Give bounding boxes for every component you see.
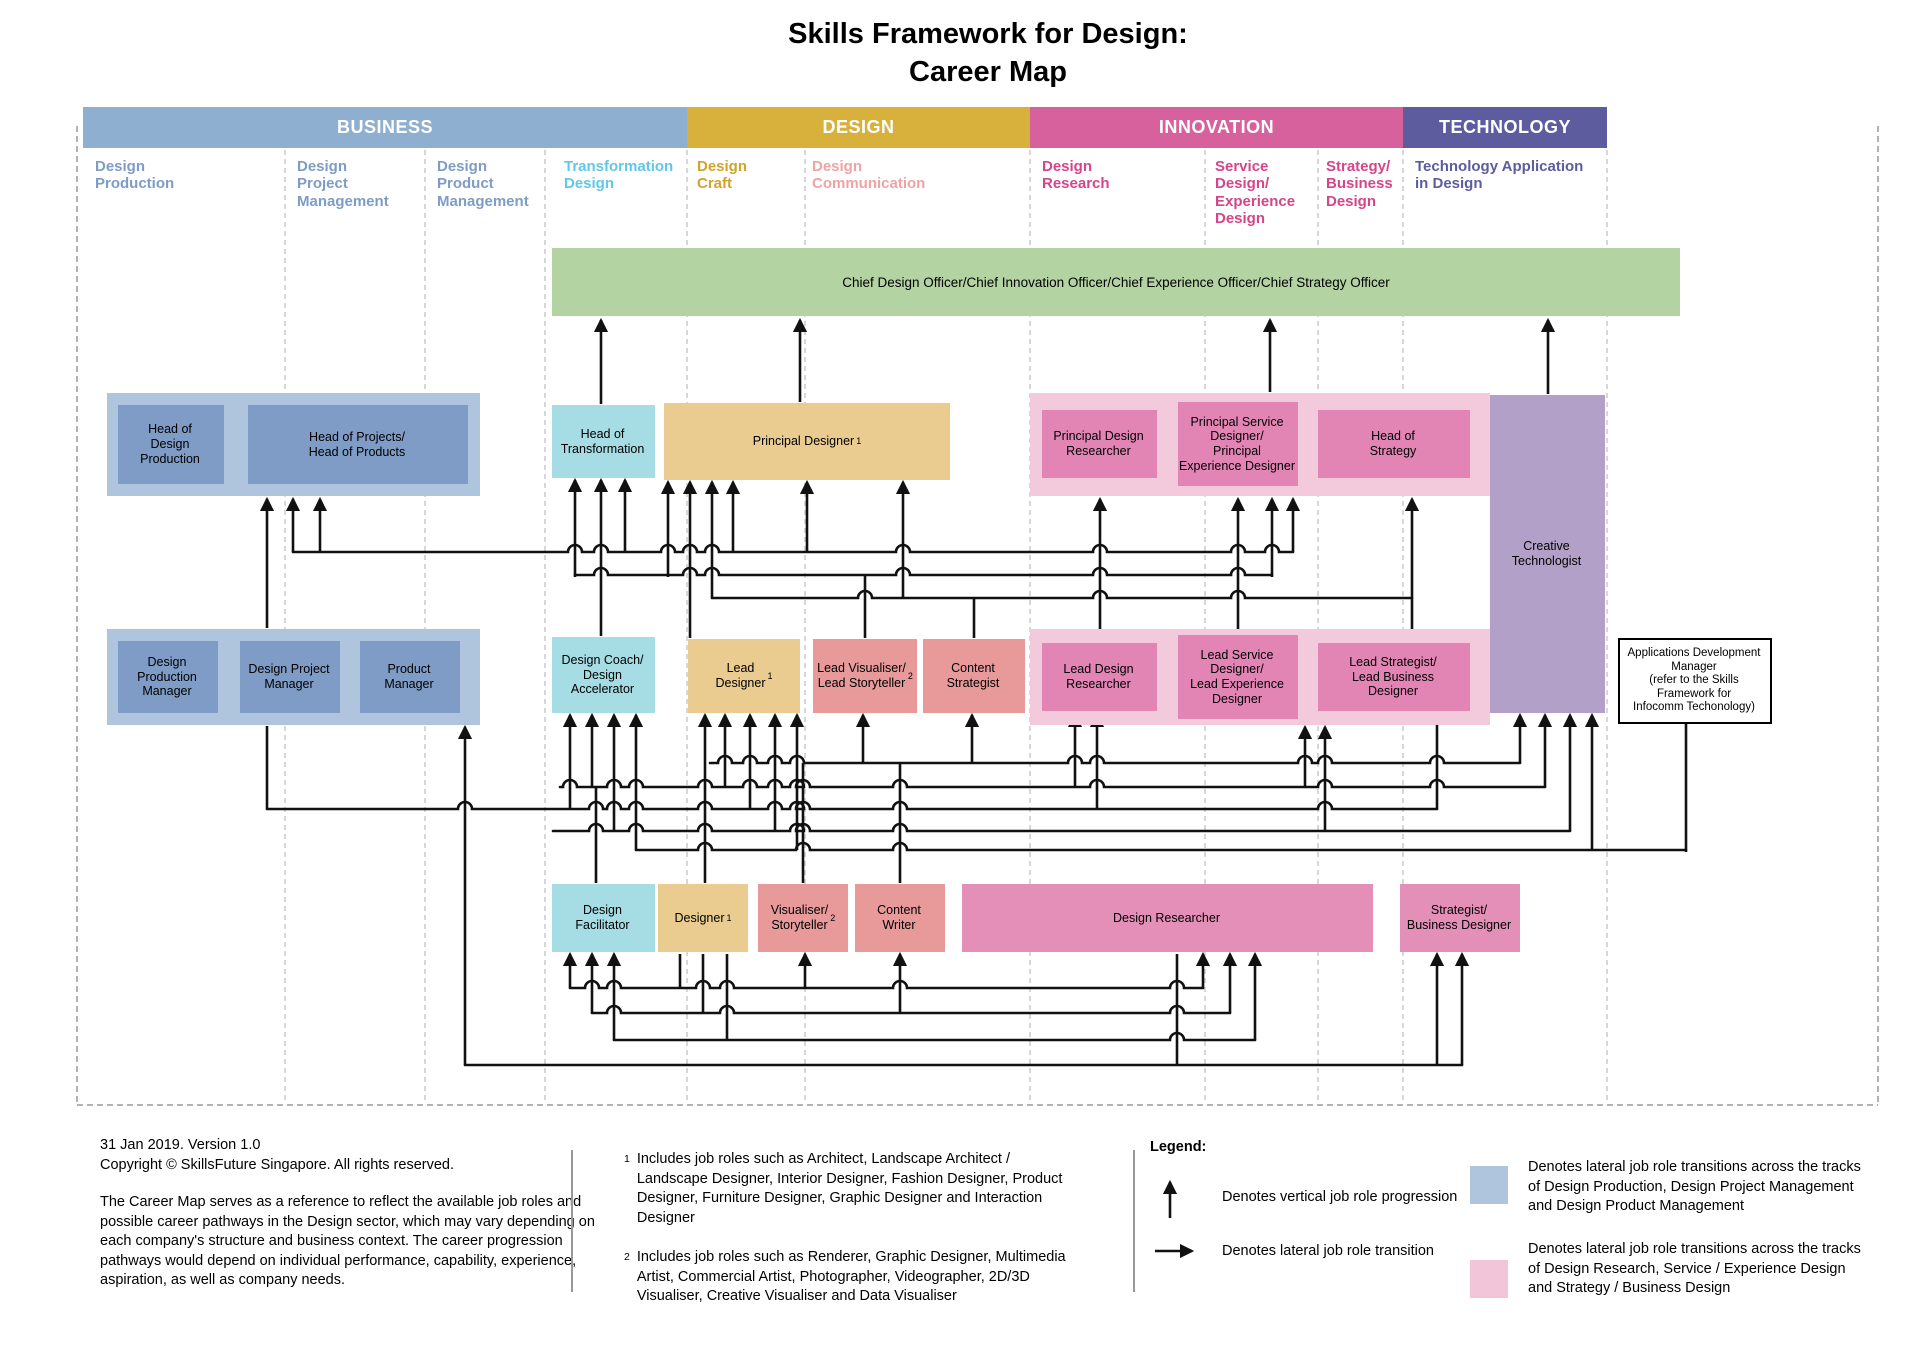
column-header-9: Strategy/ Business Design bbox=[1326, 158, 1393, 210]
lead-design-researcher-box: Lead Design Researcher bbox=[1042, 643, 1157, 711]
applications-development-manager-box: Applications Development Manager (refer … bbox=[1618, 638, 1772, 724]
footnote-1-text: Includes job roles such as Architect, La… bbox=[636, 1151, 1063, 1226]
band-innovation: INNOVATION bbox=[1030, 107, 1403, 148]
role-label: Head of Design Production bbox=[140, 422, 200, 466]
footnote-1-number: 1 bbox=[624, 1153, 630, 1165]
head-projects-box: Head of Projects/ Head of Products bbox=[248, 405, 468, 484]
head-design-production-box: Head of Design Production bbox=[118, 405, 224, 484]
column-header-7: Design Research bbox=[1042, 158, 1110, 193]
column-header-5: Design Craft bbox=[697, 158, 748, 193]
role-label: Designer bbox=[674, 910, 725, 925]
strategist-business-designer-box: Strategist/ Business Designer bbox=[1400, 884, 1520, 952]
page-title: Skills Framework for Design: Career Map bbox=[83, 16, 1893, 91]
footnote-ref: 2 bbox=[907, 670, 913, 681]
role-label: Content Strategist bbox=[946, 661, 1000, 690]
footnote-2-text: Includes job roles such as Renderer, Gra… bbox=[636, 1249, 1066, 1305]
column-header-2: Design Project Management bbox=[297, 158, 389, 210]
lead-strategist-box: Lead Strategist/ Lead Business Designer bbox=[1318, 643, 1470, 711]
creative-technologist-box: Creative Technologist bbox=[1490, 395, 1605, 713]
role-label: Lead Service Designer/ Lead Experience D… bbox=[1190, 647, 1284, 706]
content-writer-box: Content Writer bbox=[855, 884, 945, 952]
copyright: Copyright © SkillsFuture Singapore. All … bbox=[100, 1156, 455, 1173]
legend-pink-note: Denotes lateral job role transitions acr… bbox=[1528, 1241, 1861, 1297]
design-researcher-box: Design Researcher bbox=[962, 884, 1373, 952]
column-header-10: Technology Application in Design bbox=[1415, 158, 1584, 193]
role-label: Content Writer bbox=[877, 903, 921, 932]
footnotes: 1 Includes job roles such as Architect, … bbox=[624, 1150, 1069, 1327]
title-line2: Career Map bbox=[909, 55, 1067, 88]
role-label: Lead Designer bbox=[715, 661, 766, 690]
head-transformation-box: Head of Transformation bbox=[552, 405, 655, 478]
role-label: Lead Strategist/ Lead Business Designer bbox=[1349, 654, 1437, 699]
role-label: Visualiser/ Storyteller bbox=[770, 903, 829, 932]
role-label: Design Production Manager bbox=[137, 654, 197, 699]
role-label: Design Coach/ Design Accelerator bbox=[561, 652, 644, 697]
role-label: Strategist/ Business Designer bbox=[1406, 903, 1512, 932]
design-facilitator-box: Design Facilitator bbox=[552, 884, 655, 952]
lead-service-designer-box: Lead Service Designer/ Lead Experience D… bbox=[1178, 635, 1298, 719]
footnote-ref: 1 bbox=[767, 670, 773, 681]
footer-notes: 31 Jan 2019. Version 1.0 Copyright © Ski… bbox=[100, 1136, 600, 1291]
band-business: BUSINESS bbox=[83, 107, 687, 148]
product-manager-box: Product Manager bbox=[360, 641, 460, 713]
role-label: Principal Service Designer/ Principal Ex… bbox=[1178, 414, 1296, 473]
column-header-6: Design Communication bbox=[812, 158, 926, 193]
band-technology: TECHNOLOGY bbox=[1403, 107, 1607, 148]
role-label: Head of Transformation bbox=[560, 426, 645, 456]
role-label: Head of Strategy bbox=[1369, 429, 1417, 458]
column-header-3: Design Product Management bbox=[437, 158, 529, 210]
principal-service-designer-box: Principal Service Designer/ Principal Ex… bbox=[1178, 402, 1298, 486]
blue-swatch-icon bbox=[1470, 1166, 1508, 1204]
design-project-manager-box: Design Project Manager bbox=[240, 641, 340, 713]
footnote-ref: 2 bbox=[830, 912, 836, 923]
role-label: Design Facilitator bbox=[575, 903, 630, 932]
design-production-manager-box: Design Production Manager bbox=[118, 641, 218, 713]
date-version: 31 Jan 2019. Version 1.0 bbox=[100, 1137, 261, 1153]
disclaimer-paragraph: The Career Map serves as a reference to … bbox=[100, 1194, 595, 1289]
role-label: Head of Projects/ Head of Products bbox=[308, 429, 406, 459]
legend-lateral-text: Denotes lateral job role transition bbox=[1222, 1243, 1434, 1259]
legend-vertical-text: Denotes vertical job role progression bbox=[1222, 1189, 1458, 1205]
role-label: Principal Designer bbox=[752, 434, 855, 449]
role-label: Lead Visualiser/ Lead Storyteller bbox=[817, 661, 906, 690]
legend-blue-note: Denotes lateral job role transitions acr… bbox=[1528, 1159, 1861, 1215]
role-label: Design Project Manager bbox=[248, 662, 330, 691]
footer-divider-1 bbox=[571, 1150, 573, 1292]
banner-label: Chief Design Officer/Chief Innovation Of… bbox=[842, 274, 1390, 290]
footnote-2-number: 2 bbox=[624, 1251, 630, 1264]
footnote-ref: 1 bbox=[726, 912, 732, 923]
footnote-2: 2 Includes job roles such as Renderer, G… bbox=[624, 1248, 1069, 1307]
role-label: Principal Design Researcher bbox=[1053, 429, 1144, 458]
principal-design-researcher-box: Principal Design Researcher bbox=[1042, 410, 1157, 478]
role-label: Applications Development Manager (refer … bbox=[1627, 647, 1761, 714]
pink-swatch-icon bbox=[1470, 1260, 1508, 1298]
content-strategist-box: Content Strategist bbox=[923, 639, 1025, 713]
column-header-8: Service Design/ Experience Design bbox=[1215, 158, 1296, 227]
footer-divider-2 bbox=[1133, 1150, 1135, 1292]
column-header-1: Design Production bbox=[95, 158, 175, 193]
head-of-strategy-box: Head of Strategy bbox=[1318, 410, 1470, 478]
role-label: Product Manager bbox=[384, 662, 434, 691]
role-label: Design Researcher bbox=[1113, 910, 1220, 925]
band-design: DESIGN bbox=[687, 107, 1030, 148]
footnote-1: 1 Includes job roles such as Architect, … bbox=[624, 1150, 1069, 1228]
role-label: Creative Technologist bbox=[1511, 539, 1582, 568]
legend-title: Legend: bbox=[1150, 1139, 1207, 1155]
chief-officer-banner: Chief Design Officer/Chief Innovation Of… bbox=[552, 248, 1680, 316]
footnote-ref: 1 bbox=[856, 436, 862, 447]
title-line1: Skills Framework for Design: bbox=[788, 18, 1188, 50]
column-header-4: Transformation Design bbox=[564, 158, 674, 193]
role-label: Lead Design Researcher bbox=[1063, 662, 1134, 691]
design-coach-box: Design Coach/ Design Accelerator bbox=[552, 637, 655, 713]
